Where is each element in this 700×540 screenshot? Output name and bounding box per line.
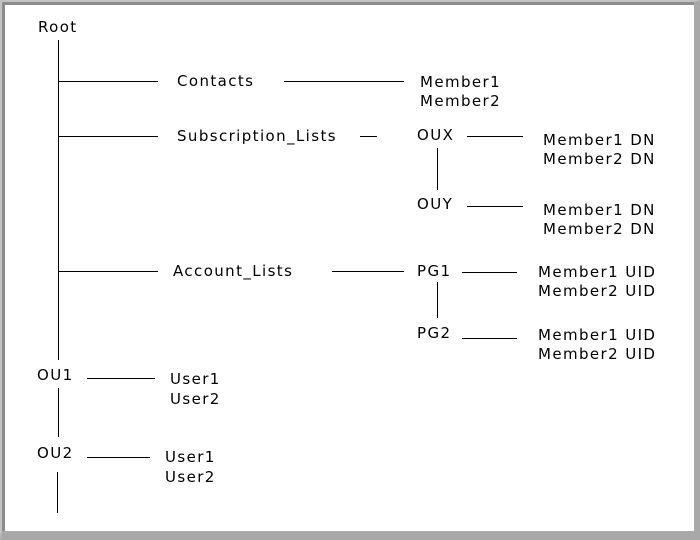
node-pg1: PG1: [417, 262, 452, 280]
connector-line-ou1-users: [87, 378, 155, 379]
connector-line-ou2-tail: [57, 472, 58, 513]
member-line: Member1 DN: [543, 201, 656, 219]
connector-line-contacts-members: [284, 81, 404, 82]
member-line: Member1 DN: [543, 131, 656, 149]
pg2-member-list: Member1 UID Member2 UID: [538, 326, 656, 364]
node-ou1: OU1: [37, 366, 74, 384]
ouy-member-list: Member1 DN Member2 DN: [543, 201, 656, 239]
user-line: User2: [170, 390, 221, 408]
member-line: Member2 UID: [538, 345, 657, 363]
node-root: Root: [38, 18, 78, 36]
oux-member-list: Member1 DN Member2 DN: [543, 131, 656, 169]
connector-line-account-branch: [58, 271, 158, 272]
node-oux: OUX: [417, 126, 455, 144]
ou2-user-list: User1 User2: [165, 447, 216, 487]
member-line: Member2 UID: [538, 282, 657, 300]
member-line: Member1 UID: [538, 263, 657, 281]
member-line: Member2: [420, 92, 502, 110]
connector-line-pg1-members: [462, 272, 517, 273]
connector-line-trunk: [58, 40, 59, 360]
node-ou2: OU2: [37, 444, 74, 462]
member-line: Member2 DN: [543, 220, 656, 238]
node-subscription-lists: Subscription_Lists: [177, 127, 337, 145]
ou1-user-list: User1 User2: [170, 369, 221, 409]
member-line: Member1: [420, 73, 502, 91]
user-line: User1: [165, 448, 216, 466]
user-line: User2: [165, 468, 216, 486]
member-line: Member2 DN: [543, 150, 656, 168]
member-line: Member1 UID: [538, 326, 657, 344]
node-ouy: OUY: [417, 195, 454, 213]
connector-line-account-pg1: [332, 271, 404, 272]
node-pg2: PG2: [417, 324, 452, 342]
connector-line-oux-ouy: [437, 148, 438, 190]
pg1-member-list: Member1 UID Member2 UID: [538, 263, 656, 301]
connector-line-oux-members: [467, 136, 523, 137]
connector-line-subscription-oux: [360, 136, 377, 137]
connector-line-subscription-branch: [58, 136, 158, 137]
connector-line-ou1-ou2: [58, 388, 59, 437]
connector-line-contacts-branch: [58, 81, 158, 82]
user-line: User1: [170, 370, 221, 388]
node-account-lists: Account_Lists: [173, 262, 294, 280]
contacts-member-list: Member1 Member2: [420, 73, 501, 111]
node-contacts: Contacts: [177, 72, 255, 90]
connector-line-ou2-users: [87, 457, 150, 458]
connector-line-pg2-members: [462, 338, 517, 339]
connector-line-pg1-pg2: [437, 282, 438, 318]
connector-line-ouy-members: [467, 206, 523, 207]
